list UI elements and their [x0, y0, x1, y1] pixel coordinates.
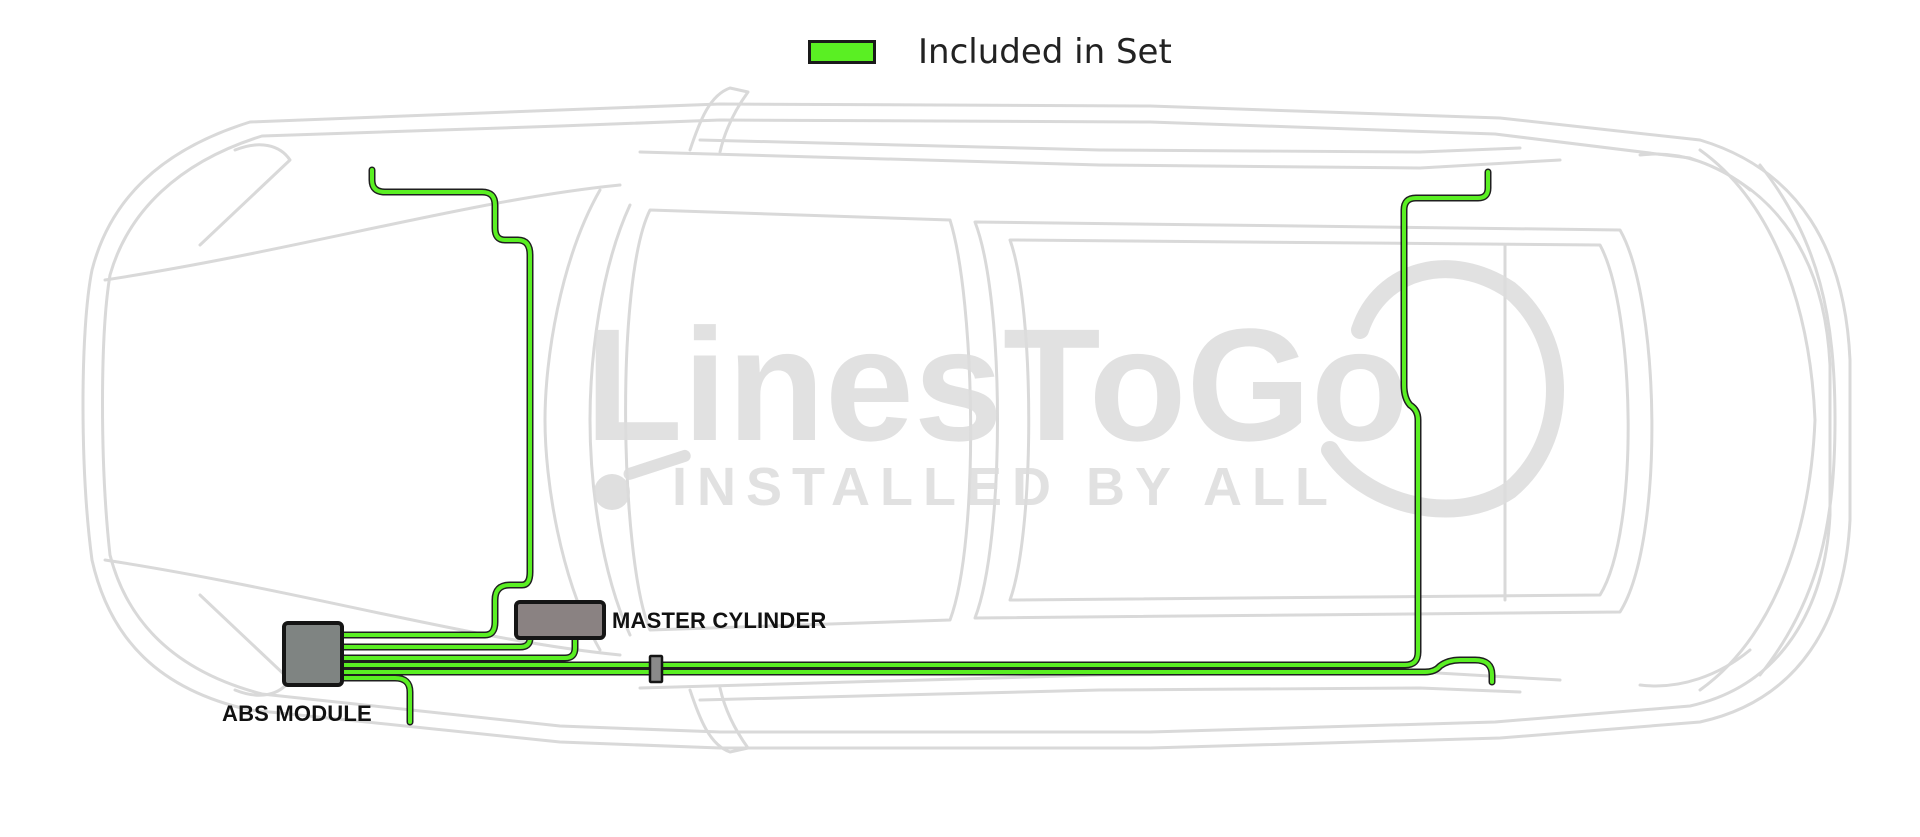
master-cylinder-label: MASTER CYLINDER: [612, 608, 827, 633]
watermark-tagline: INSTALLED BY ALL: [672, 457, 1338, 517]
line-junction-block: [648, 654, 664, 684]
watermark-brand: LinesToGo: [585, 295, 1409, 474]
car-outline: [81, 86, 1852, 754]
watermark-swoosh: [1321, 260, 1564, 518]
master-cylinder: [514, 600, 606, 640]
legend-swatch: [808, 40, 876, 64]
abs-module: [282, 621, 344, 687]
brake-line-rear-left: [338, 658, 1494, 684]
brake-line-front-right: [338, 676, 412, 724]
abs-module-label: ABS MODULE: [222, 701, 372, 726]
brake-line-master-2: [338, 636, 577, 660]
brake-lines: [336, 166, 1496, 726]
wrench-icon: [594, 449, 691, 510]
watermark: LinesToGo INSTALLED BY ALL: [585, 260, 1564, 518]
brake-line-front-left: [338, 168, 532, 637]
legend-label: Included in Set: [918, 32, 1172, 72]
brake-line-rear-right: [338, 170, 1490, 667]
legend: Included in Set: [808, 32, 1172, 72]
